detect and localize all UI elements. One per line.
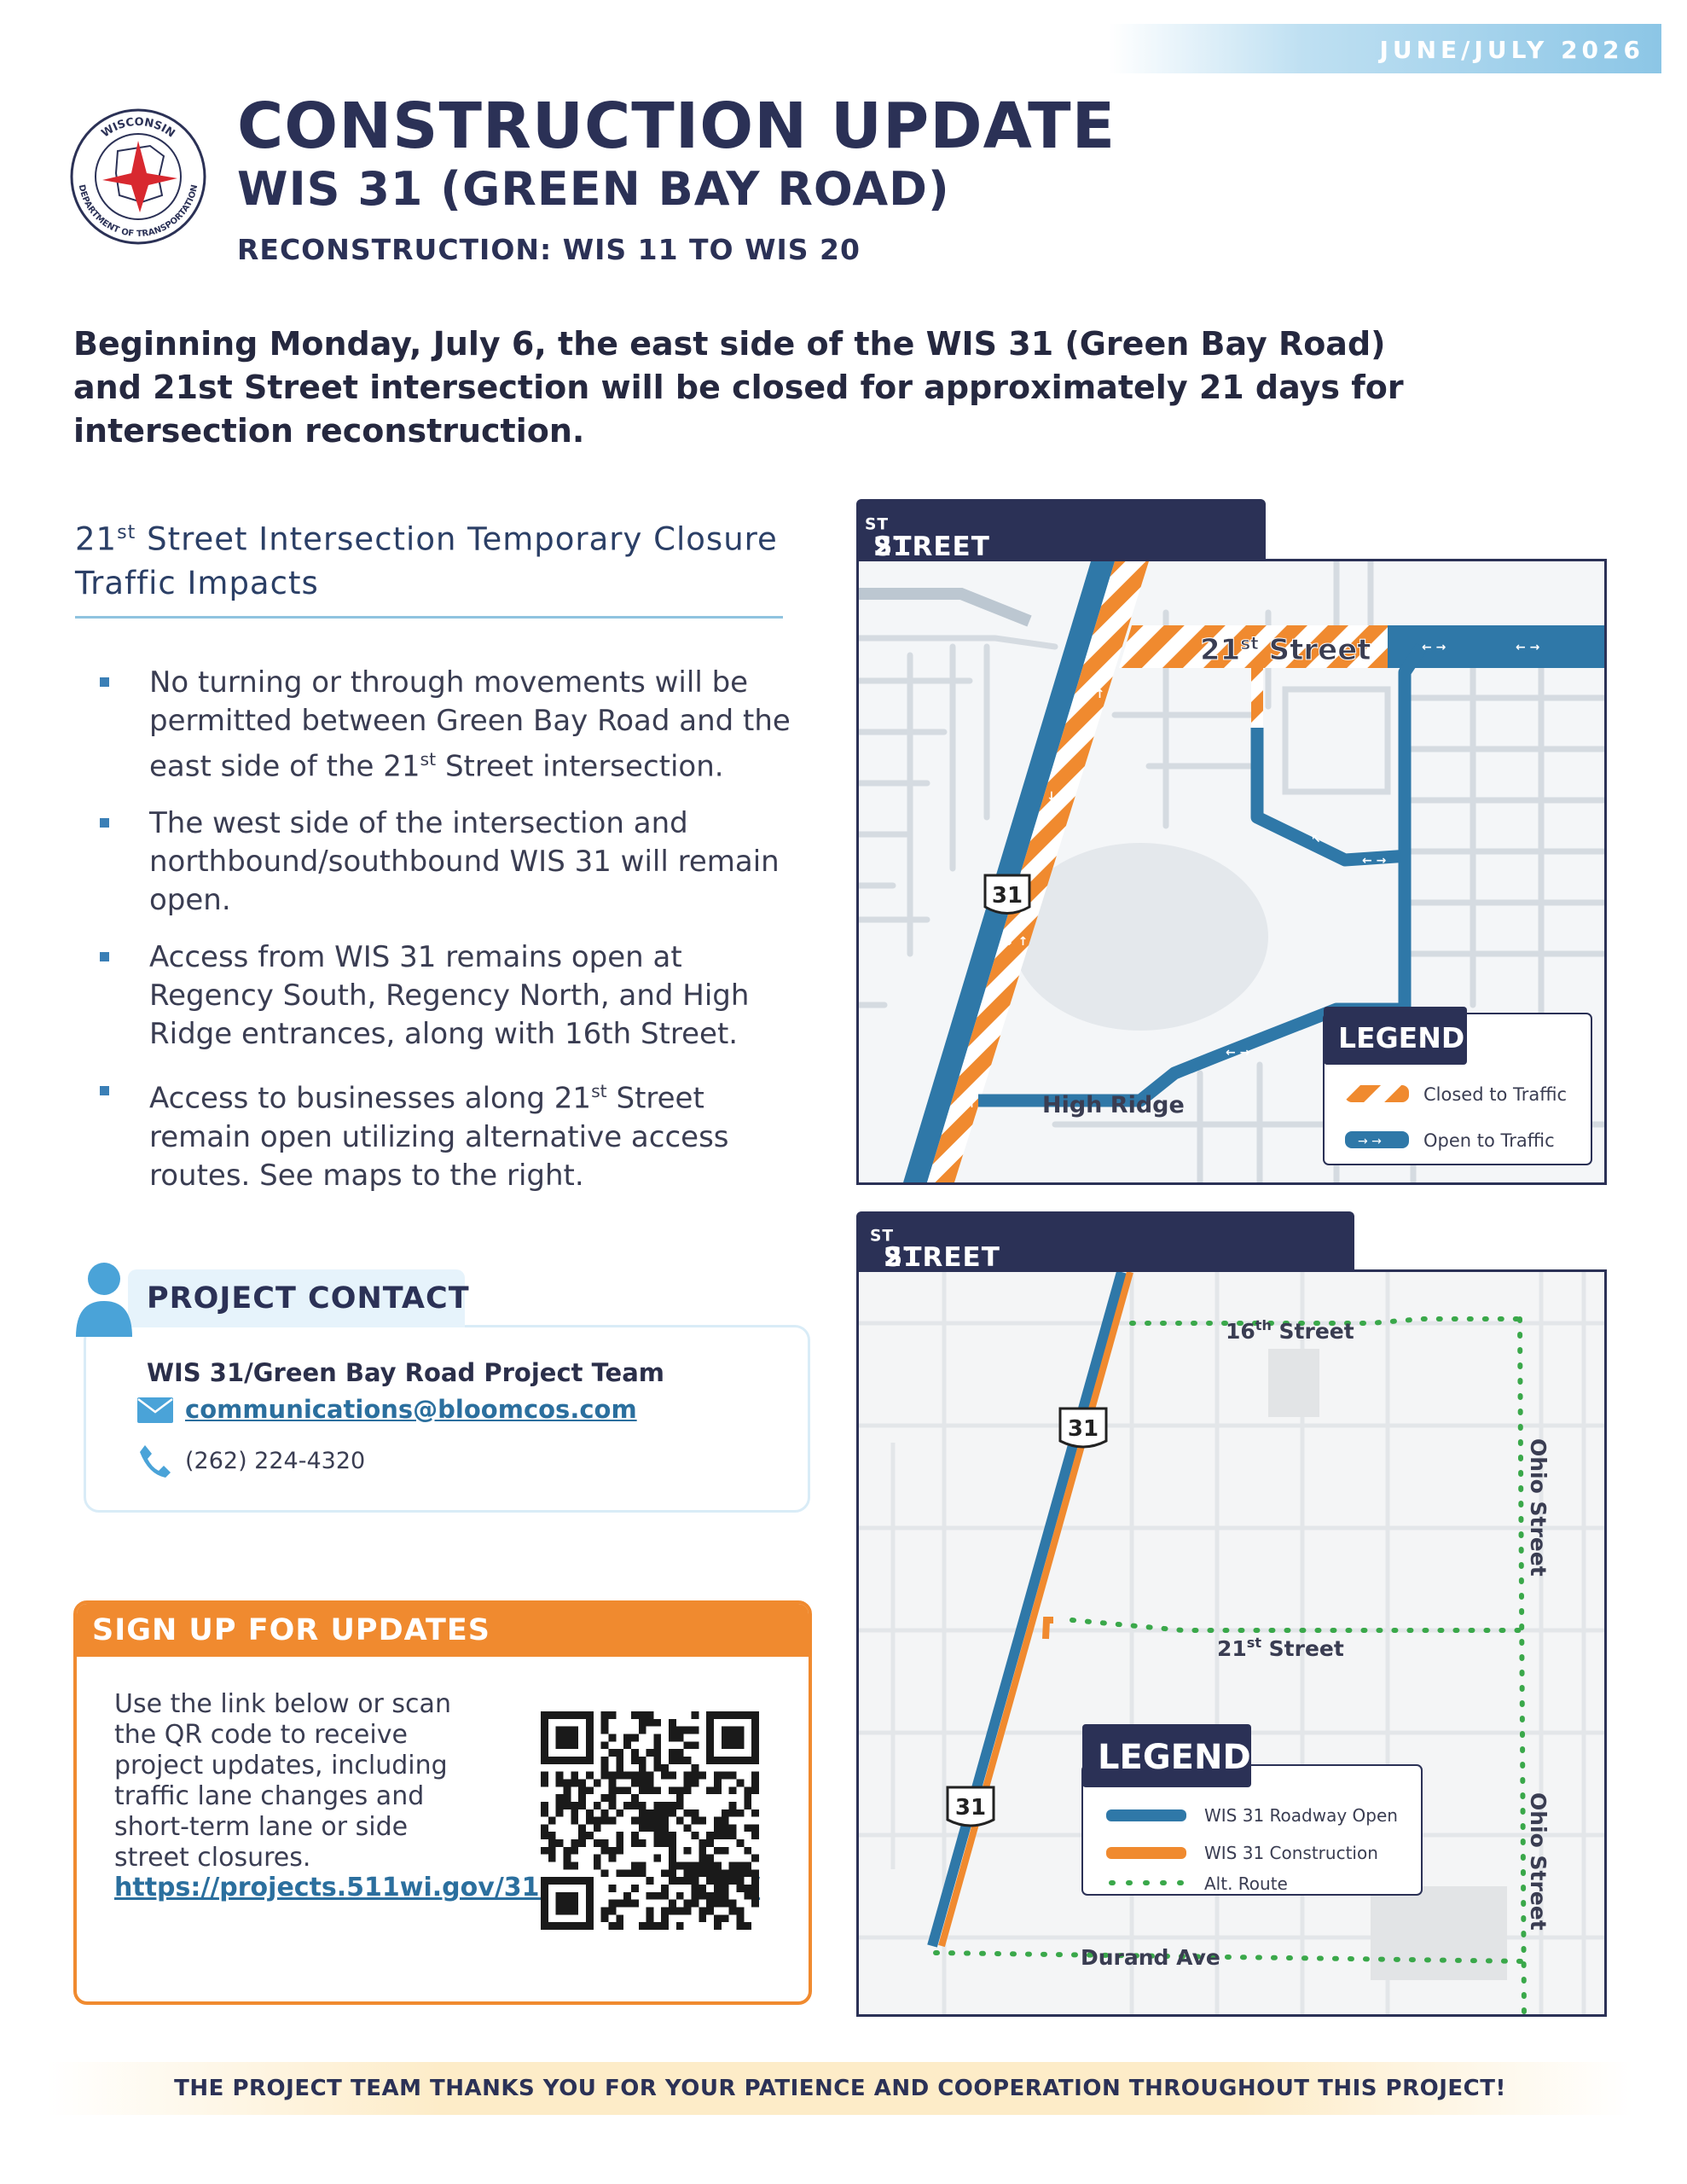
list-item: Access from WIS 31 remains open at Regen… xyxy=(98,938,806,1054)
map2-legend: LEGEND WIS 31 Roadway Open WIS 31 Constr… xyxy=(1081,1724,1423,1896)
list-item: Access to businesses along 21st Street r… xyxy=(98,1072,806,1194)
svg-text:WIS 31 Roadway Open: WIS 31 Roadway Open xyxy=(1204,1805,1398,1826)
svg-text:← →: ← → xyxy=(1422,641,1446,654)
map2-durand-label: Durand Ave xyxy=(1081,1945,1220,1970)
construction-swatch xyxy=(1106,1847,1186,1859)
map2-16th-label: 16th Street xyxy=(1226,1317,1354,1344)
wis31-construction-line xyxy=(938,1272,1133,1948)
svg-text:→ →: → → xyxy=(1358,1135,1382,1148)
bullet-icon xyxy=(100,1086,109,1096)
footer-banner: THE PROJECT TEAM THANKS YOU FOR YOUR PAT… xyxy=(47,2062,1633,2115)
svg-text:WIS 31 Construction: WIS 31 Construction xyxy=(1204,1843,1378,1863)
contact-email-link[interactable]: communications@bloomcos.com xyxy=(185,1395,637,1424)
contact-card xyxy=(84,1325,810,1513)
svg-text:↓ ↑: ↓ ↑ xyxy=(1046,790,1070,804)
contact-team-name: WIS 31/Green Bay Road Project Team xyxy=(147,1358,664,1387)
svg-text:↓ ↑: ↓ ↑ xyxy=(953,1097,977,1111)
wis31-shield-icon: 31 xyxy=(1058,1407,1108,1449)
alt-route-line xyxy=(933,1316,1527,2014)
svg-text:↓ ↑: ↓ ↑ xyxy=(1004,935,1028,949)
wis31-open-line xyxy=(927,1272,1127,1948)
contact-heading: PROJECT CONTACT xyxy=(147,1281,470,1316)
svg-text:31: 31 xyxy=(1068,1416,1099,1442)
signup-header: SIGN UP FOR UPDATES xyxy=(77,1604,809,1657)
svg-text:← →: ← → xyxy=(1516,641,1540,654)
signup-title: SIGN UP FOR UPDATES xyxy=(92,1613,490,1647)
contact-tab xyxy=(128,1269,465,1327)
svg-text:↖: ↖ xyxy=(1311,833,1321,846)
wis31-shield-icon: 31 xyxy=(983,874,1031,915)
bullet-icon xyxy=(100,818,109,828)
map2-ohio-label-2: Ohio Street xyxy=(1526,1792,1551,1931)
svg-text:← →: ← → xyxy=(1226,1046,1250,1060)
open-swatch xyxy=(1106,1809,1186,1821)
open-swatch xyxy=(1345,1131,1409,1148)
bullet-icon xyxy=(100,677,109,687)
footer-message: THE PROJECT TEAM THANKS YOU FOR YOUR PAT… xyxy=(174,2076,1506,2101)
signup-link[interactable]: https://projects.511wi.gov/31reconstruct… xyxy=(114,1873,761,1902)
map2-21st-label: 21st Street xyxy=(1217,1635,1344,1661)
date-banner: JUNE/JULY 2026 xyxy=(1109,24,1661,73)
bullet-icon xyxy=(100,952,109,962)
list-item: The west side of the intersection and no… xyxy=(98,804,806,920)
alternative-access-map: 16th Street 21st Street Durand Ave Ohio … xyxy=(856,1269,1607,2017)
page-subtitle: WIS 31 (GREEN BAY ROAD) xyxy=(237,162,950,216)
wisdot-logo: WISCONSIN DEPARTMENT OF TRANSPORTATION xyxy=(70,108,206,245)
svg-text:LEGEND: LEGEND xyxy=(1098,1738,1251,1777)
page-title: CONSTRUCTION UPDATE xyxy=(237,90,1116,163)
svg-text:Closed to Traffic: Closed to Traffic xyxy=(1423,1084,1567,1105)
closed-swatch xyxy=(1345,1085,1409,1102)
wis31-shield-icon: 31 xyxy=(946,1786,995,1827)
svg-text:LEGEND: LEGEND xyxy=(1338,1021,1464,1054)
signup-description: Use the link below or scan the QR code t… xyxy=(114,1689,451,1873)
project-scope: RECONSTRUCTION: WIS 11 TO WIS 20 xyxy=(237,233,861,266)
signup-box: SIGN UP FOR UPDATES Use the link below o… xyxy=(73,1600,812,2005)
impacts-divider xyxy=(75,616,783,619)
qr-code[interactable] xyxy=(541,1711,759,1930)
map1-legend: LEGEND Closed to Traffic → → Open to Tra… xyxy=(1323,1007,1592,1165)
phone-icon xyxy=(140,1445,171,1478)
intro-paragraph: Beginning Monday, July 6, the east side … xyxy=(73,325,1404,450)
svg-text:← →: ← → xyxy=(1362,854,1387,868)
closure-map: ← → ← → ↓ ↑ ↓ ↑ ↓ ↑ ↓ ↑ ← → ↖ ← → 21st Stree… xyxy=(856,559,1607,1185)
contact-phone-number[interactable]: (262) 224-4320 xyxy=(185,1448,366,1474)
list-item: No turning or through movements will be … xyxy=(98,664,806,786)
map1-high-ridge-label: High Ridge xyxy=(1042,1092,1185,1118)
person-icon xyxy=(76,1263,132,1337)
map2-ohio-label-1: Ohio Street xyxy=(1526,1438,1551,1577)
mail-icon xyxy=(137,1397,173,1423)
issue-date: JUNE/JULY 2026 xyxy=(1379,36,1644,64)
map1-street-label: 21st Street xyxy=(1200,633,1371,667)
impacts-heading: 21st Street Intersection Temporary Closu… xyxy=(75,520,778,602)
svg-text:31: 31 xyxy=(992,883,1023,909)
svg-text:Alt. Route: Alt. Route xyxy=(1204,1873,1288,1894)
svg-text:Open to Traffic: Open to Traffic xyxy=(1423,1130,1555,1151)
impacts-list: No turning or through movements will be … xyxy=(98,664,806,1214)
svg-text:31: 31 xyxy=(955,1795,986,1821)
svg-text:↓ ↑: ↓ ↑ xyxy=(1081,688,1104,701)
